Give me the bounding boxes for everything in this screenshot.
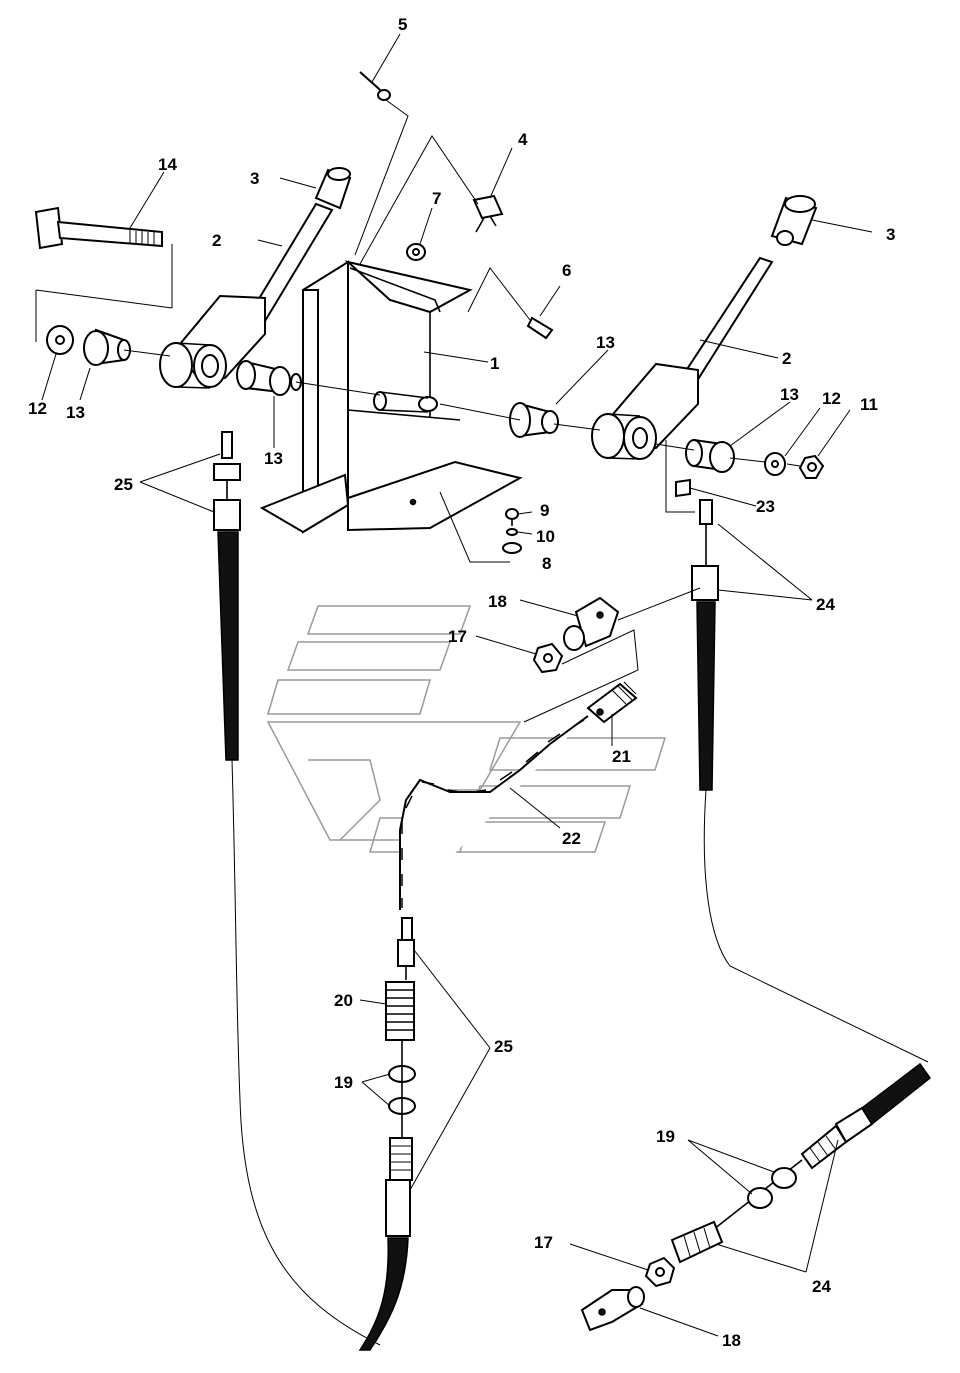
bracket-part-1 <box>259 260 523 534</box>
leader-8 <box>439 491 510 563</box>
leader-lines <box>41 33 873 1337</box>
callout-12-left: 12 <box>28 399 47 418</box>
screw-part-6 <box>526 316 554 340</box>
cable-part-24-right <box>691 499 929 1063</box>
nut-part-17-lower <box>644 1256 676 1288</box>
bushing-part-13-left <box>83 328 131 366</box>
callout-14: 14 <box>158 155 177 174</box>
callout-23: 23 <box>756 497 775 516</box>
leader-14 <box>35 244 173 342</box>
callout-13-center-left: 13 <box>264 449 283 468</box>
callout-8: 8 <box>542 554 551 573</box>
knob-part-3-right <box>770 195 818 246</box>
callout-11: 11 <box>860 395 878 414</box>
lever-part-2-left <box>159 202 334 389</box>
screw-part-9 <box>505 508 519 526</box>
callout-25-left: 25 <box>114 475 133 494</box>
callout-13-left: 13 <box>66 403 85 422</box>
callout-13-center-right: 13 <box>596 333 615 352</box>
callout-10: 10 <box>536 527 555 546</box>
callout-2-left: 2 <box>212 231 221 250</box>
nut-part-17-top <box>532 642 564 674</box>
callout-17-lower: 17 <box>534 1233 553 1252</box>
leader-6 <box>467 267 531 321</box>
callout-5: 5 <box>398 15 407 34</box>
callout-25-center: 25 <box>494 1037 513 1056</box>
callout-6: 6 <box>562 261 571 280</box>
chain-part-22 <box>399 715 589 910</box>
callout-4: 4 <box>518 130 528 149</box>
washer-part-12-left <box>46 325 74 355</box>
callout-22: 22 <box>562 829 581 848</box>
callout-19-center: 19 <box>334 1073 353 1092</box>
cable-part-25-center <box>397 917 415 980</box>
callout-1: 1 <box>490 354 499 373</box>
bushing-part-13-right <box>685 438 735 473</box>
washer-part-12-right <box>764 452 786 476</box>
clevis-part-18-top <box>563 596 620 651</box>
callout-20: 20 <box>334 991 353 1010</box>
knob-part-3-left <box>314 167 352 210</box>
callout-9: 9 <box>540 501 549 520</box>
callout-2-right: 2 <box>782 349 791 368</box>
threaded-end-part-21 <box>586 681 638 724</box>
nut-part-7 <box>406 243 426 261</box>
bolt-part-14 <box>34 206 163 250</box>
callout-3-right: 3 <box>886 225 895 244</box>
cable-end-part-24-lower <box>699 1062 932 1241</box>
callout-12-right: 12 <box>822 389 841 408</box>
callout-24-lower: 24 <box>812 1277 831 1296</box>
cable-part-25-left <box>213 431 381 1346</box>
nut-part-11 <box>798 454 825 479</box>
lever-part-2-right <box>591 256 774 460</box>
nut-part-19-right-b <box>747 1187 773 1209</box>
bushing-part-13-center-left <box>236 360 302 396</box>
sleeve-part-24-lower <box>670 1220 724 1264</box>
pin-part-5 <box>359 71 391 101</box>
leader-18-top <box>523 587 701 723</box>
leader-5 <box>354 99 409 256</box>
callout-18-lower: 18 <box>722 1331 741 1350</box>
callout-24-upper: 24 <box>816 595 835 614</box>
lockwasher-part-10 <box>506 528 518 536</box>
callout-18-top: 18 <box>488 592 507 611</box>
leader-4 <box>359 135 479 265</box>
callout-labels: 1 2 2 3 3 4 5 6 7 8 9 10 11 12 12 13 13 … <box>28 15 895 1350</box>
axis-line <box>123 349 801 467</box>
bushing-part-13-center-right <box>509 402 559 438</box>
callout-3-left: 3 <box>250 169 259 188</box>
clip-part-4 <box>472 194 504 233</box>
callout-21: 21 <box>612 747 631 766</box>
clip-part-23 <box>675 478 691 498</box>
leader-23-bracket <box>665 440 695 513</box>
clevis-part-18-lower <box>580 1286 645 1332</box>
watermark-logo <box>266 605 667 853</box>
cable-end-part-25-center <box>358 1040 413 1351</box>
callout-13-right: 13 <box>780 385 799 404</box>
nut-part-19-right-a <box>771 1167 797 1189</box>
callout-17-top: 17 <box>448 627 467 646</box>
washer-part-8 <box>502 542 522 554</box>
spring-part-20 <box>385 981 415 1041</box>
callout-19-right: 19 <box>656 1127 675 1146</box>
callout-7: 7 <box>432 189 441 208</box>
